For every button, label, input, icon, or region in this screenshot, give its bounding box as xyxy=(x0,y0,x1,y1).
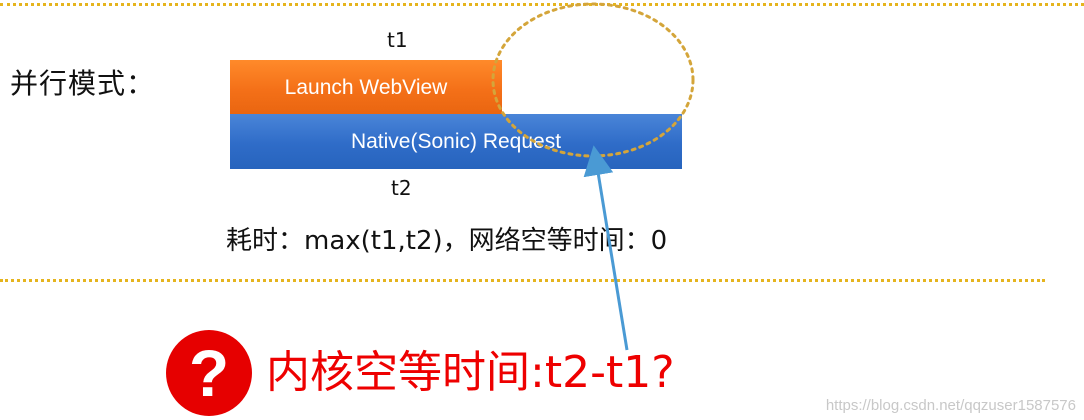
highlight-ellipse xyxy=(491,2,695,158)
watermark: https://blog.csdn.net/qqzuser1587576 xyxy=(825,397,1076,414)
question-icon: ? xyxy=(166,330,252,416)
question-text: 内核空等时间:t2-t1? xyxy=(266,347,675,398)
middle-dotted-divider xyxy=(0,279,1045,282)
t1-label: t1 xyxy=(387,28,408,52)
pointer-arrow xyxy=(583,145,629,351)
timing-text: 耗时：max(t1,t2)，网络空等时间：0 xyxy=(226,226,668,256)
native-request-label: Native(Sonic) Request xyxy=(350,129,562,153)
t2-label: t2 xyxy=(391,176,412,200)
question-mark-glyph: ? xyxy=(188,336,230,410)
launch-webview-bar: Launch WebView xyxy=(230,60,502,115)
top-dotted-divider xyxy=(0,3,1084,6)
launch-webview-label: Launch WebView xyxy=(284,75,448,99)
mode-label: 并行模式： xyxy=(10,67,156,100)
